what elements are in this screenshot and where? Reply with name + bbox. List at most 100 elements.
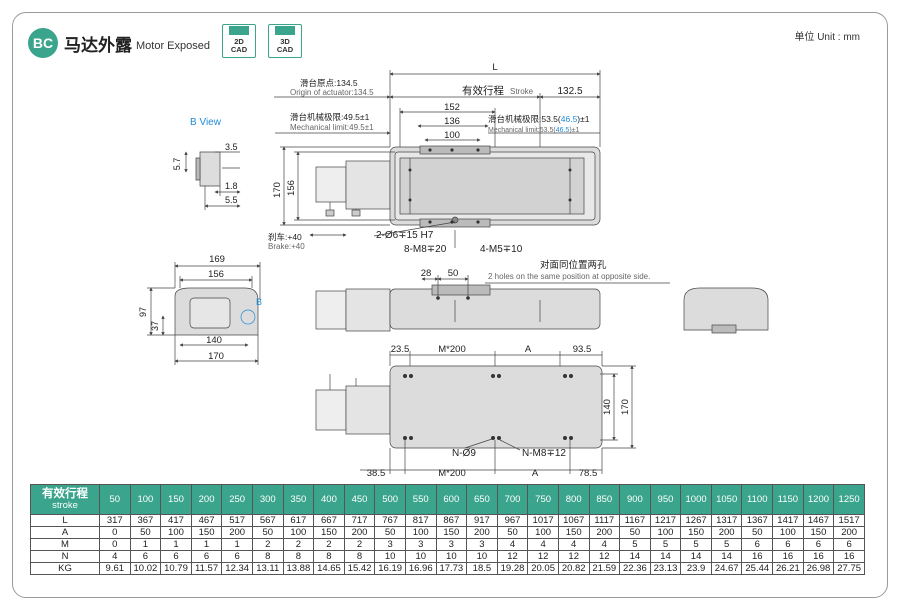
dim-m200-top: M*200 bbox=[438, 344, 465, 355]
stroke-col-header: 400 bbox=[313, 484, 345, 515]
stroke-col-header: 1000 bbox=[680, 484, 712, 515]
stroke-col-header: 1050 bbox=[710, 484, 743, 515]
table-cell: 10.79 bbox=[160, 562, 192, 575]
table-cell: 867 bbox=[435, 514, 468, 527]
table-cell: 26.21 bbox=[772, 562, 804, 575]
title-chinese: 马达外露 bbox=[64, 35, 132, 55]
table-cell: 417 bbox=[160, 514, 192, 527]
dim-l: L bbox=[492, 62, 497, 73]
table-cell: 1217 bbox=[649, 514, 682, 527]
table-cell: 200 bbox=[343, 526, 376, 539]
table-cell: 2 bbox=[251, 538, 284, 551]
floppy-icon bbox=[229, 26, 249, 35]
dim-78-5: 78.5 bbox=[579, 468, 598, 479]
table-cell: 1 bbox=[160, 538, 192, 551]
table-cell: 100 bbox=[527, 526, 559, 539]
table-cell: 10 bbox=[374, 550, 406, 563]
table-cell: 6 bbox=[833, 538, 865, 551]
table-cell: 23.13 bbox=[649, 562, 682, 575]
table-cell: 18.5 bbox=[466, 562, 498, 575]
dim-100: 100 bbox=[444, 130, 460, 141]
table-cell: 13.11 bbox=[251, 562, 284, 575]
origin-cn: 滑台原点:134.5 bbox=[300, 78, 358, 88]
row-label: M bbox=[30, 538, 100, 551]
table-cell: 11.57 bbox=[190, 562, 223, 575]
table-cell: 100 bbox=[649, 526, 682, 539]
table-cell: 200 bbox=[221, 526, 253, 539]
table-cell: 14 bbox=[680, 550, 712, 563]
table-cell: 2 bbox=[282, 538, 315, 551]
table-cell: 12 bbox=[557, 550, 590, 563]
table-cell: 3 bbox=[466, 538, 498, 551]
holes-n-m8: N-M8∓12 bbox=[522, 448, 566, 459]
dim-152: 152 bbox=[444, 102, 460, 113]
technical-drawing: B View B L 滑台原点:134.5 Origin of actuator… bbox=[138, 62, 769, 479]
table-cell: 1267 bbox=[680, 514, 712, 527]
b-marker: B bbox=[256, 297, 262, 307]
dim-a-bottom: A bbox=[532, 468, 539, 479]
brake-cn: 刹车:+40 bbox=[268, 232, 302, 242]
mech-right-en: Mechanical limit:53.5(46.5)±1 bbox=[488, 127, 580, 134]
dim-23-5: 23.5 bbox=[391, 344, 410, 355]
table-cell: 2 bbox=[343, 538, 376, 551]
stroke-col-header: 900 bbox=[619, 484, 651, 515]
dim-156-top: 156 bbox=[286, 180, 297, 196]
table-cell: 667 bbox=[313, 514, 345, 527]
table-cell: 10 bbox=[466, 550, 498, 563]
stroke-col-header: 50 bbox=[99, 484, 131, 515]
stroke-col-header: 450 bbox=[343, 484, 376, 515]
table-cell: 14 bbox=[649, 550, 682, 563]
right-end-view bbox=[683, 287, 769, 334]
holes-n-dia9: N-Ø9 bbox=[452, 448, 476, 459]
table-cell: 9.61 bbox=[99, 562, 131, 575]
row-label: KG bbox=[30, 562, 100, 575]
table-cell: 8 bbox=[313, 550, 345, 563]
table-cell: 14.65 bbox=[313, 562, 345, 575]
table-cell: 1 bbox=[221, 538, 253, 551]
dim-28: 28 bbox=[421, 268, 432, 279]
table-cell: 21.59 bbox=[588, 562, 621, 575]
table-cell: 3 bbox=[435, 538, 468, 551]
cad-2d-button[interactable]: 2D CAD bbox=[222, 24, 256, 58]
table-cell: 26.98 bbox=[802, 562, 835, 575]
table-cell: 20.82 bbox=[557, 562, 590, 575]
side-view bbox=[315, 275, 670, 332]
table-cell: 16.19 bbox=[374, 562, 406, 575]
table-cell: 12 bbox=[527, 550, 559, 563]
floppy-icon bbox=[275, 26, 295, 35]
table-cell: 1517 bbox=[833, 514, 865, 527]
table-cell: 8 bbox=[251, 550, 284, 563]
table-cell: 6 bbox=[160, 550, 192, 563]
holes-dowel: 2-Ø6∓15 H7 bbox=[376, 230, 434, 241]
stroke-col-header: 150 bbox=[160, 484, 192, 515]
table-cell: 967 bbox=[496, 514, 529, 527]
row-label: L bbox=[30, 514, 100, 527]
stroke-col-header: 950 bbox=[649, 484, 682, 515]
opposite-holes-en: 2 holes on the same position at opposite… bbox=[488, 272, 650, 281]
stroke-col-header: 350 bbox=[282, 484, 315, 515]
dim-38-5: 38.5 bbox=[367, 468, 386, 479]
stroke-col-header: 250 bbox=[221, 484, 253, 515]
stroke-col-header: 300 bbox=[251, 484, 284, 515]
dim-132-5: 132.5 bbox=[557, 86, 582, 97]
table-cell: 16 bbox=[741, 550, 774, 563]
table-cell: 1367 bbox=[741, 514, 774, 527]
table-cell: 13.88 bbox=[282, 562, 315, 575]
table-cell: 50 bbox=[251, 526, 284, 539]
table-cell: 100 bbox=[404, 526, 437, 539]
table-cell: 150 bbox=[435, 526, 468, 539]
table-cell: 150 bbox=[313, 526, 345, 539]
dim-3-5: 3.5 bbox=[225, 142, 238, 152]
dim-170-top: 170 bbox=[272, 182, 283, 198]
table-cell: 717 bbox=[343, 514, 376, 527]
cad-3d-button[interactable]: 3D CAD bbox=[268, 24, 302, 58]
table-cell: 10 bbox=[435, 550, 468, 563]
dim-37: 37 bbox=[150, 321, 160, 331]
table-cell: 19.28 bbox=[496, 562, 529, 575]
table-cell: 100 bbox=[282, 526, 315, 539]
table-cell: 467 bbox=[190, 514, 223, 527]
dim-5-5: 5.5 bbox=[225, 195, 238, 205]
